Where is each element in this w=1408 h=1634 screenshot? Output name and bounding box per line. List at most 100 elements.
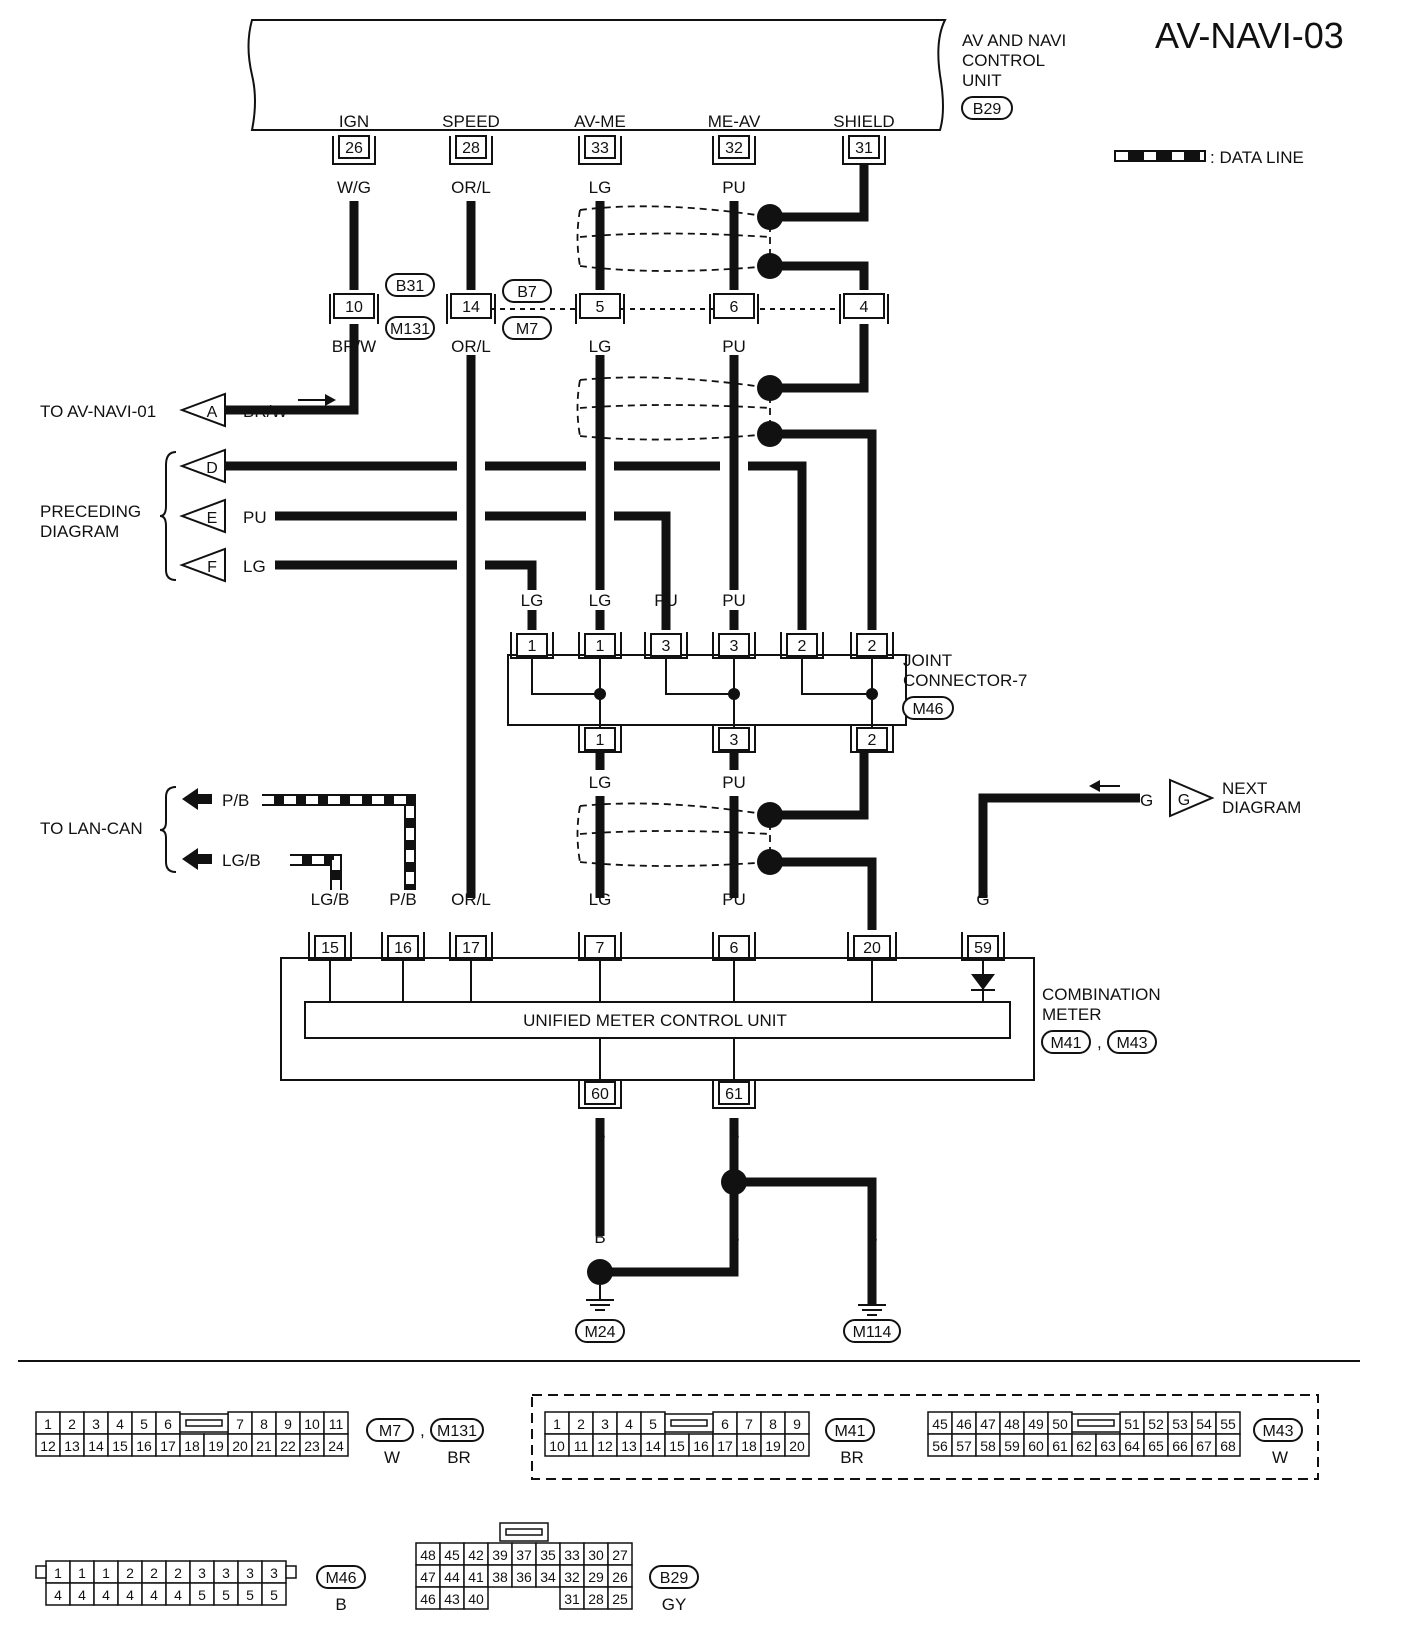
m46-pin-1-text: 1 [54, 1565, 62, 1581]
m43-pin-50-text: 50 [1052, 1416, 1068, 1432]
cm-name-1: COMBINATION [1042, 985, 1161, 1004]
m46-pin-1-text: 1 [102, 1565, 110, 1581]
ground-m114: M114 [853, 1324, 892, 1341]
m46-pin-4-text: 4 [78, 1587, 86, 1603]
m41-pin-17-text: 17 [717, 1438, 733, 1454]
int-pin-5: 5 [596, 299, 605, 316]
conn-m131: M131 [390, 321, 430, 338]
lan-wire-lgb: LG/B [222, 851, 261, 870]
b29-pin-35-text: 35 [540, 1547, 556, 1563]
av-navi-control-unit: AV AND NAVI CONTROL UNIT B29 [247, 19, 1066, 131]
gnd-wire-b-60: B [594, 1125, 605, 1144]
m43-pin-49-text: 49 [1028, 1416, 1044, 1432]
cm-pin-60: 60 [591, 1086, 609, 1103]
cm-wire-pb: P/B [389, 890, 416, 909]
preceding-label-2: DIAGRAM [40, 522, 119, 541]
to-av-navi-01-label: TO AV-NAVI-01 [40, 402, 156, 421]
m7-pin-24-text: 24 [328, 1438, 344, 1454]
m43-pin-67-text: 67 [1196, 1438, 1212, 1454]
av-navi-pin-labels: IGN SPEED AV-ME ME-AV SHIELD [339, 112, 895, 131]
b29-pin-33-text: 33 [564, 1547, 580, 1563]
m7-pin-14-text: 14 [88, 1438, 104, 1454]
wire-pu-mid: PU [722, 337, 746, 356]
m7-pin-23-text: 23 [304, 1438, 320, 1454]
int-pin-14: 14 [462, 299, 480, 316]
m46-pin-2-text: 2 [126, 1565, 134, 1581]
jc-top-pin-3a: 3 [662, 638, 671, 655]
av-navi-name-3: UNIT [962, 71, 1002, 90]
jc-wire-lg-1: LG [521, 591, 544, 610]
next-wire-g: G [1140, 791, 1153, 810]
pin-label-speed: SPEED [442, 112, 500, 131]
jc-bottom-pin-3: 3 [730, 732, 739, 749]
tbl-m41-color: BR [840, 1448, 864, 1467]
wire-pu-top: PU [722, 178, 746, 197]
m7-pin-16-text: 16 [136, 1438, 152, 1454]
tbl-m43-color: W [1272, 1448, 1288, 1467]
tbl-m7-color: W [384, 1448, 400, 1467]
m46-pin-3-text: 3 [270, 1565, 278, 1581]
svg-text:,: , [420, 1421, 425, 1440]
m46-pin-3-text: 3 [246, 1565, 254, 1581]
m7-pin-3-text: 3 [92, 1416, 100, 1432]
m46-pin-5-text: 5 [198, 1587, 206, 1603]
b29-pin-32-text: 32 [564, 1569, 580, 1585]
m46-pin-3-text: 3 [198, 1565, 206, 1581]
jc-bottom-pin-1: 1 [596, 732, 605, 749]
cm-wire-g: G [976, 890, 989, 909]
jc-wire-pu-below: PU [722, 773, 746, 792]
b29-pin-26-text: 26 [612, 1569, 628, 1585]
av-pin-26: 26 [345, 140, 363, 157]
m7-pin-2-text: 2 [68, 1416, 76, 1432]
b29-pin-47-text: 47 [420, 1569, 436, 1585]
m7-pin-13-text: 13 [64, 1438, 80, 1454]
m41-pin-4-text: 4 [625, 1416, 633, 1432]
m7-pin-6-text: 6 [164, 1416, 172, 1432]
m7-pin-12-text: 12 [40, 1438, 56, 1454]
m43-pin-53-text: 53 [1172, 1416, 1188, 1432]
b29-pin-42-text: 42 [468, 1547, 484, 1563]
conn-b31: B31 [396, 278, 425, 295]
m7-pin-7-text: 7 [236, 1416, 244, 1432]
ref-letter-a: A [207, 404, 218, 421]
av-navi-name-2: CONTROL [962, 51, 1045, 70]
b29-pin-44-text: 44 [444, 1569, 460, 1585]
m43-pin-55-text: 55 [1220, 1416, 1236, 1432]
b29-pin-29-text: 29 [588, 1569, 604, 1585]
connector-latch-inner [670, 1419, 708, 1427]
to-lan-can-label: TO LAN-CAN [40, 819, 143, 838]
tbl-m7-id: M7 [379, 1423, 401, 1440]
cm-pin-20: 20 [863, 940, 881, 957]
m43-pin-51-text: 51 [1124, 1416, 1140, 1432]
m41-pin-10-text: 10 [549, 1438, 565, 1454]
m43-pin-65-text: 65 [1148, 1438, 1164, 1454]
b29-pin-30-text: 30 [588, 1547, 604, 1563]
next-letter-g: G [1178, 792, 1190, 809]
joint-connector-7: LG LG PU PU 1 1 3 3 2 2 [507, 591, 1027, 792]
m46-pin-4-text: 4 [126, 1587, 134, 1603]
cm-name-2: METER [1042, 1005, 1102, 1024]
m41-pin-7-text: 7 [745, 1416, 753, 1432]
m41-pin-20-cell [784, 1433, 810, 1457]
wire-orl-top: OR/L [451, 178, 491, 197]
jc-name-2: CONNECTOR-7 [903, 671, 1027, 690]
m41-pin-16-text: 16 [693, 1438, 709, 1454]
lan-wire-pb: P/B [222, 791, 249, 810]
shield-loops [576, 205, 771, 867]
b29-pin-40-cell [463, 1586, 489, 1610]
page-title: AV-NAVI-03 [1155, 15, 1344, 56]
conn-b7: B7 [517, 284, 537, 301]
gnd-wire-b-2: B [728, 1228, 739, 1247]
b29-pin-45-text: 45 [444, 1547, 460, 1563]
wire-wg: W/G [337, 178, 371, 197]
ref-wire-lg: LG [243, 557, 266, 576]
cm-conn-m41: M41 [1050, 1035, 1081, 1052]
gnd-wire-b-61: B [728, 1125, 739, 1144]
av-navi-connector-id: B29 [973, 101, 1002, 118]
m41-pin-19-text: 19 [765, 1438, 781, 1454]
m7-pin-21-text: 21 [256, 1438, 272, 1454]
pin-label-shield: SHIELD [833, 112, 894, 131]
m41-pin-20-text: 20 [789, 1438, 805, 1454]
svg-text:,: , [1097, 1033, 1102, 1052]
m46-pin-2-text: 2 [150, 1565, 158, 1581]
